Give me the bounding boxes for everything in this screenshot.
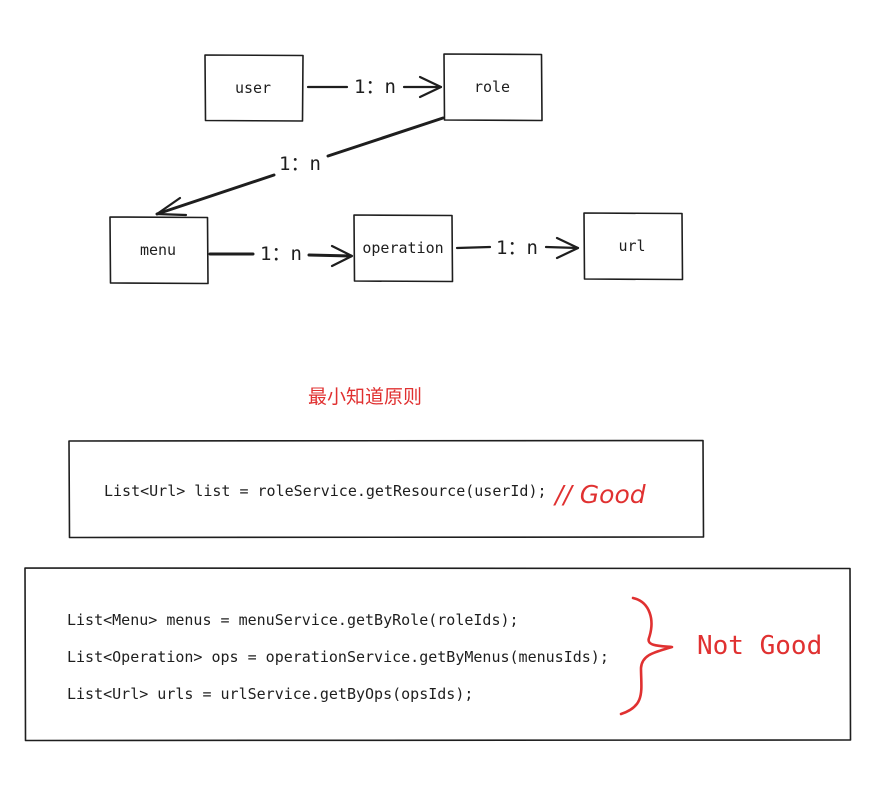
entity-menu-label: menu [140,241,176,259]
edge-operation-url: 1：n [455,236,580,260]
good-code-line: List<Url> list = roleService.getResource… [104,482,547,500]
principle-title: 最小知道原则 [308,386,422,408]
entity-menu[interactable]: menu [109,216,209,285]
entity-url-label: url [618,237,645,255]
bad-code-line-2: List<Operation> ops = operationService.g… [67,648,609,666]
edge-user-role: 1：n [306,75,443,99]
good-code-block: List<Url> list = roleService.getResource… [68,439,705,539]
good-annotation: // Good [553,480,646,509]
entity-operation[interactable]: operation [353,214,454,283]
edge-role-menu-label: 1：n [279,153,321,175]
edge-role-menu: 1：n [155,116,445,217]
entity-role-label: role [474,78,510,96]
edge-operation-url-label: 1：n [496,237,538,259]
edge-menu-operation-label: 1：n [260,243,302,265]
entity-operation-label: operation [362,239,443,257]
edge-user-role-label: 1：n [354,76,396,98]
bad-code-block: List<Menu> menus = menuService.getByRole… [24,567,852,742]
entity-role[interactable]: role [443,53,543,122]
entity-user-label: user [235,79,271,97]
bad-code-line-3: List<Url> urls = urlService.getByOps(ops… [67,685,473,703]
bad-annotation: Not Good [697,631,822,661]
entity-user[interactable]: user [204,54,304,122]
entity-url[interactable]: url [583,212,684,281]
bad-code-line-1: List<Menu> menus = menuService.getByRole… [67,611,519,629]
curly-brace-icon [619,596,674,716]
edge-menu-operation: 1：n [208,243,354,268]
